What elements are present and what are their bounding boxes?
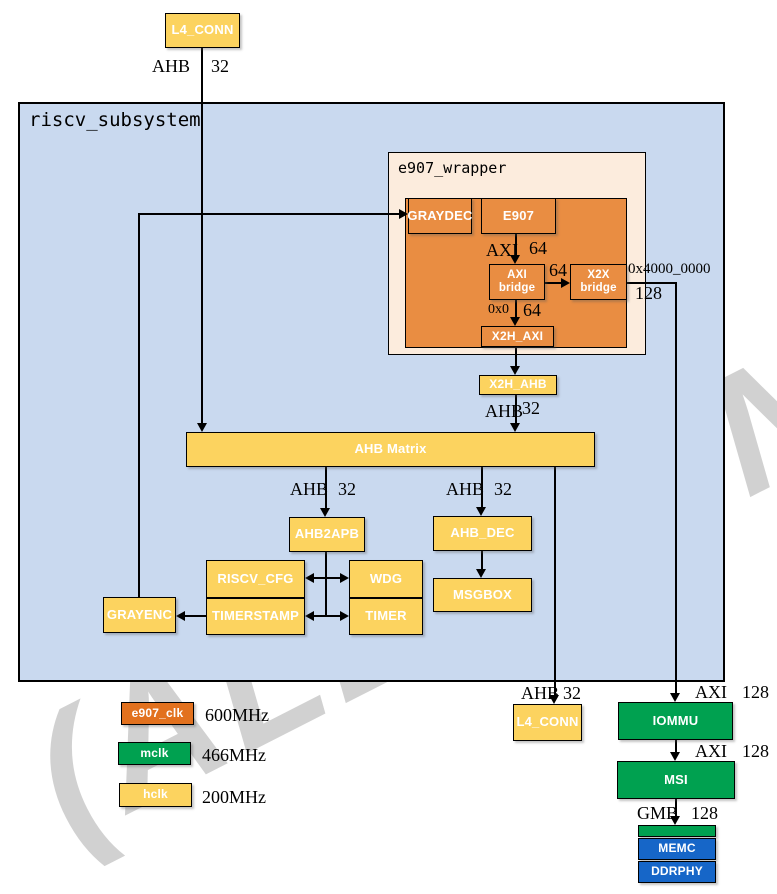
node-x2x-bridge: X2X bridge <box>570 264 627 300</box>
arrowhead <box>340 611 349 621</box>
axi-bridge-line2: bridge <box>498 282 536 294</box>
wire-x2x-out-h <box>627 282 677 284</box>
label-ahbdec-width: 32 <box>494 479 512 499</box>
wire-matrix-to-ahb2apb <box>325 467 327 509</box>
wire-msi-to-memc <box>675 799 677 817</box>
wire-iommu-to-msi <box>675 740 677 754</box>
node-e907: E907 <box>481 198 556 234</box>
legend-hclk-freq: 200MHz <box>202 787 266 807</box>
wire-matrix-to-ahbdec <box>481 467 483 508</box>
label-memc-bus: GMB <box>637 803 679 823</box>
node-ddrphy: DDRPHY <box>638 861 716 883</box>
label-x2hahb-width: 32 <box>522 398 540 418</box>
arrowhead <box>670 752 680 761</box>
arrowhead <box>476 507 486 516</box>
node-iommu: IOMMU <box>618 702 733 740</box>
arrowhead <box>305 611 314 621</box>
label-x2x-addr: 0x4000_0000 <box>628 261 711 277</box>
axi-bridge-line1: AXI <box>507 268 527 281</box>
wire-axibridge-to-x2haxi <box>515 300 517 318</box>
wire-x2hahb-to-matrix <box>515 395 517 424</box>
label-x2haxi-addr: 0x0 <box>488 302 509 317</box>
node-grayenc: GRAYENC <box>103 597 176 633</box>
label-l4bottom-width: 32 <box>563 683 581 703</box>
label-ahbdec-bus: AHB <box>446 479 485 499</box>
label-axi2x2x-width: 64 <box>549 260 567 280</box>
node-graydec: GRAYDEC <box>407 198 472 234</box>
legend-mclk: mclk <box>118 742 191 765</box>
label-ahb2apb-bus: AHB <box>290 479 329 499</box>
label-iommu-bus: AXI <box>695 682 727 702</box>
arrowhead <box>176 611 185 621</box>
wire-matrix-to-l4conn <box>554 467 556 695</box>
arrowhead <box>549 695 559 704</box>
node-l4-conn-bottom: L4_CONN <box>513 704 582 741</box>
wire-riscvcfg-wdg <box>312 577 342 579</box>
node-timer: TIMER <box>349 598 423 635</box>
wire-timerstamp-timer <box>312 615 342 617</box>
label-l4bottom-bus: AHB <box>521 683 560 703</box>
label-top-bus: AHB <box>152 56 191 76</box>
wire-e907-to-axibridge <box>515 234 517 257</box>
legend-hclk: hclk <box>119 783 192 807</box>
label-memc-width: 128 <box>691 803 718 823</box>
node-ahb-matrix: AHB Matrix <box>186 432 595 467</box>
arrowhead <box>510 317 520 326</box>
node-x2h-ahb: X2H_AHB <box>479 375 557 395</box>
arrowhead <box>510 255 520 264</box>
node-ahb2apb: AHB2APB <box>289 517 365 552</box>
wire-x2haxi-to-x2hahb <box>515 347 517 367</box>
label-e907-width: 64 <box>529 238 547 258</box>
label-ahb2apb-width: 32 <box>338 479 356 499</box>
arrowhead <box>305 573 314 583</box>
node-memc-clk-strip <box>638 825 716 837</box>
legend-e907-clk-freq: 600MHz <box>205 705 269 725</box>
wire-l4conn-to-matrix <box>201 48 203 426</box>
arrowhead <box>670 816 680 825</box>
arrowhead <box>340 573 349 583</box>
x2x-bridge-line1: X2X <box>587 268 610 281</box>
wire-timerstamp-to-grayenc <box>184 615 206 617</box>
node-msgbox: MSGBOX <box>433 578 532 612</box>
arrowhead <box>399 209 408 219</box>
node-l4-conn-top: L4_CONN <box>165 13 240 48</box>
label-msi-width: 128 <box>742 741 769 761</box>
wrapper-title: e907_wrapper <box>398 159 507 177</box>
node-x2h-axi: X2H_AXI <box>481 326 554 347</box>
arrowhead <box>476 569 486 578</box>
node-axi-bridge: AXI bridge <box>489 264 545 300</box>
label-msi-bus: AXI <box>695 741 727 761</box>
node-ahb-dec: AHB_DEC <box>433 516 532 551</box>
label-x2x-width: 128 <box>635 283 662 303</box>
label-e907-bus: AXI <box>486 240 518 260</box>
label-x2haxi-width: 64 <box>523 300 541 320</box>
wire-ahbdec-to-msgbox <box>481 551 483 570</box>
subsystem-title: riscv_subsystem <box>29 109 201 131</box>
wire-grayenc-up <box>138 214 140 598</box>
label-top-width: 32 <box>211 56 229 76</box>
wire-axibridge-to-x2x <box>545 282 563 284</box>
label-iommu-width: 128 <box>742 682 769 702</box>
node-msi: MSI <box>617 761 735 799</box>
label-x2hahb-bus: AHB <box>485 401 524 421</box>
wire-ahb2apb-stem <box>325 552 327 616</box>
node-timerstamp: TIMERSTAMP <box>206 598 305 635</box>
legend-mclk-freq: 466MHz <box>202 745 266 765</box>
arrowhead <box>670 693 680 702</box>
wire-grayenc-to-graydec <box>138 213 400 215</box>
node-riscv-cfg: RISCV_CFG <box>206 560 305 598</box>
node-memc: MEMC <box>638 838 716 860</box>
arrowhead <box>510 366 520 375</box>
wire-x2x-to-iommu <box>675 282 677 693</box>
legend-e907-clk: e907_clk <box>121 702 194 725</box>
arrowhead <box>510 423 520 432</box>
arrowhead <box>197 423 207 432</box>
node-wdg: WDG <box>349 560 423 598</box>
x2x-bridge-line2: bridge <box>580 282 617 294</box>
arrowhead <box>561 278 570 288</box>
arrowhead <box>320 508 330 517</box>
